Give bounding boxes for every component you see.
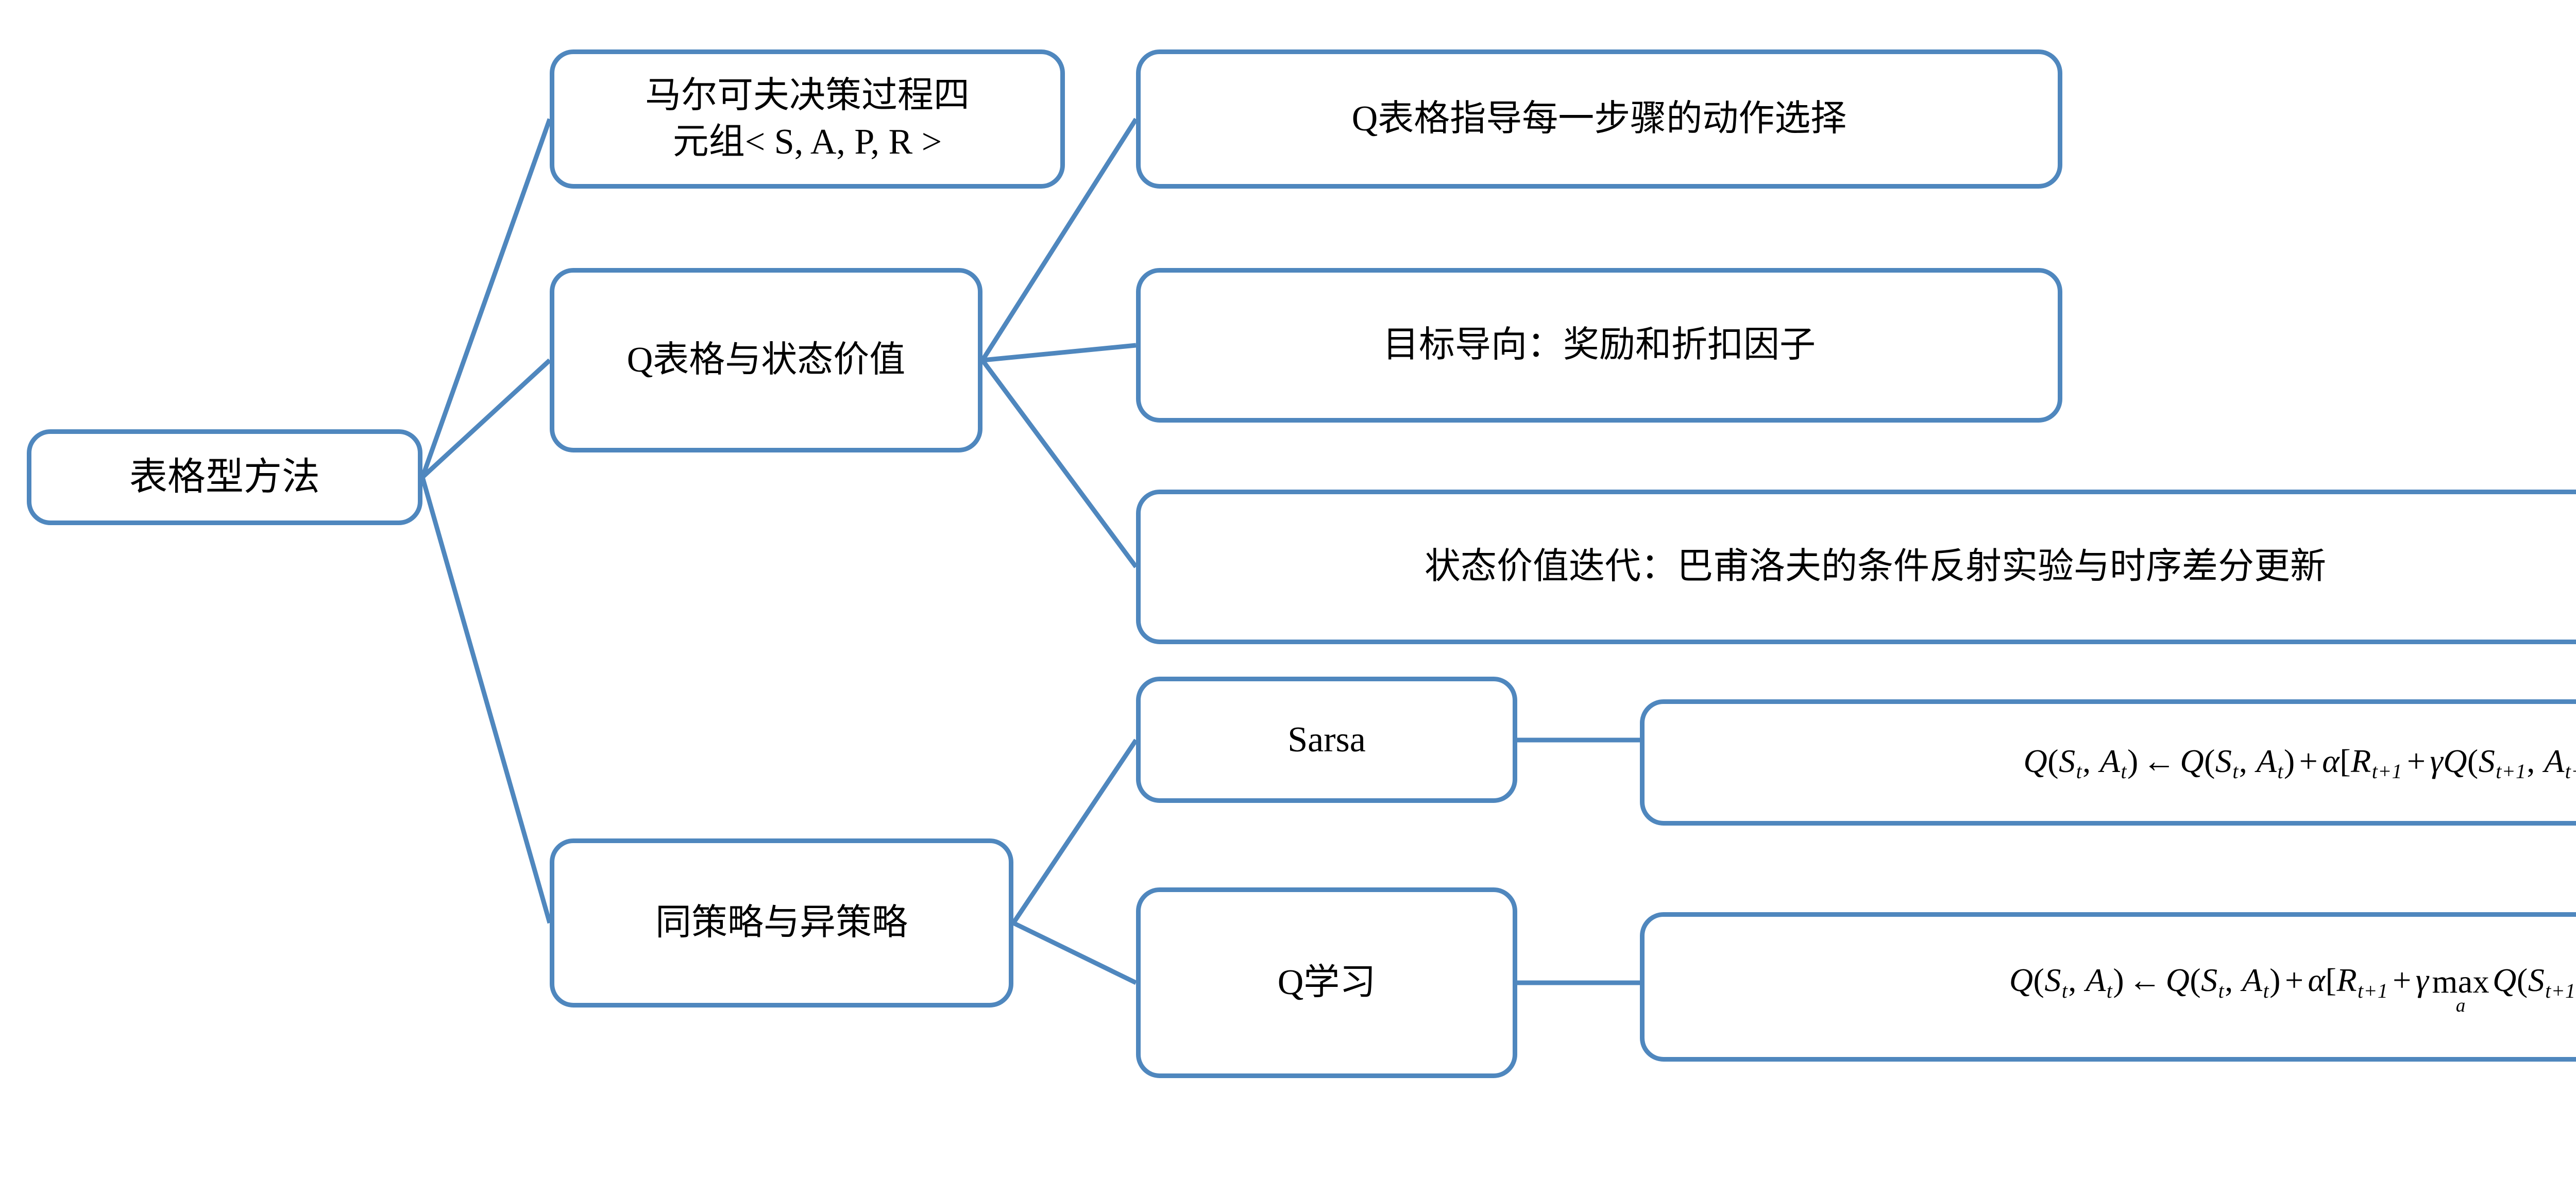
edge-policy-to-qlearning	[1012, 920, 1137, 985]
node-sarsa-update-equation[interactable]: Q(St, At)←Q(St, At)+α[Rt+1+γQ(St+1, At+1…	[1640, 699, 2576, 826]
root-node-label: 表格型方法	[129, 456, 320, 498]
node-q-learning[interactable]: Q学习	[1136, 887, 1517, 1078]
node-sarsa[interactable]: Sarsa	[1136, 677, 1517, 803]
edge-qtable-to-value-iter	[980, 359, 1138, 568]
root-node[interactable]: 表格型方法	[27, 429, 422, 525]
node-q-learning-update-equation[interactable]: Q(St, At)←Q(St, At)+α[Rt+1+γmaxaQ(St+1, …	[1640, 912, 2576, 1062]
node-markov-decision-process[interactable]: 马尔可夫决策过程四 元组< S, A, P, R >	[550, 49, 1065, 189]
node-q-table-action-selection-label: Q表格指导每一步骤的动作选择	[1351, 99, 1847, 139]
edge-qtable-to-goal	[982, 343, 1137, 363]
node-goal-oriented-reward-discount-label: 目标导向：奖励和折扣因子	[1383, 325, 1816, 365]
node-sarsa-label: Sarsa	[1287, 719, 1366, 760]
node-q-table-and-state-value[interactable]: Q表格与状态价值	[550, 268, 982, 452]
q-learning-equation-text: Q(St, At)←Q(St, At)+α[Rt+1+γmaxaQ(St+1, …	[2009, 961, 2576, 1016]
edge-root-to-mdp	[420, 118, 552, 478]
edge-root-to-policy	[420, 476, 552, 924]
node-on-policy-off-policy[interactable]: 同策略与异策略	[550, 838, 1013, 1008]
node-goal-oriented-reward-discount[interactable]: 目标导向：奖励和折扣因子	[1136, 268, 2062, 423]
node-q-table-and-state-value-label: Q表格与状态价值	[626, 340, 906, 380]
node-q-table-action-selection[interactable]: Q表格指导每一步骤的动作选择	[1136, 49, 2062, 189]
node-state-value-iteration-label: 状态价值迭代：巴甫洛夫的条件反射实验与时序差分更新	[1425, 547, 2326, 587]
edge-policy-to-sarsa	[1011, 738, 1138, 925]
sarsa-equation-text: Q(St, At)←Q(St, At)+α[Rt+1+γQ(St+1, At+1…	[2023, 742, 2576, 783]
node-q-learning-label: Q学习	[1277, 963, 1376, 1003]
node-markov-decision-process-label: 马尔可夫决策过程四 元组< S, A, P, R >	[645, 76, 970, 162]
node-on-policy-off-policy-label: 同策略与异策略	[655, 903, 908, 943]
node-state-value-iteration[interactable]: 状态价值迭代：巴甫洛夫的条件反射实验与时序差分更新	[1136, 490, 2576, 644]
edge-root-to-qtable	[420, 358, 552, 479]
